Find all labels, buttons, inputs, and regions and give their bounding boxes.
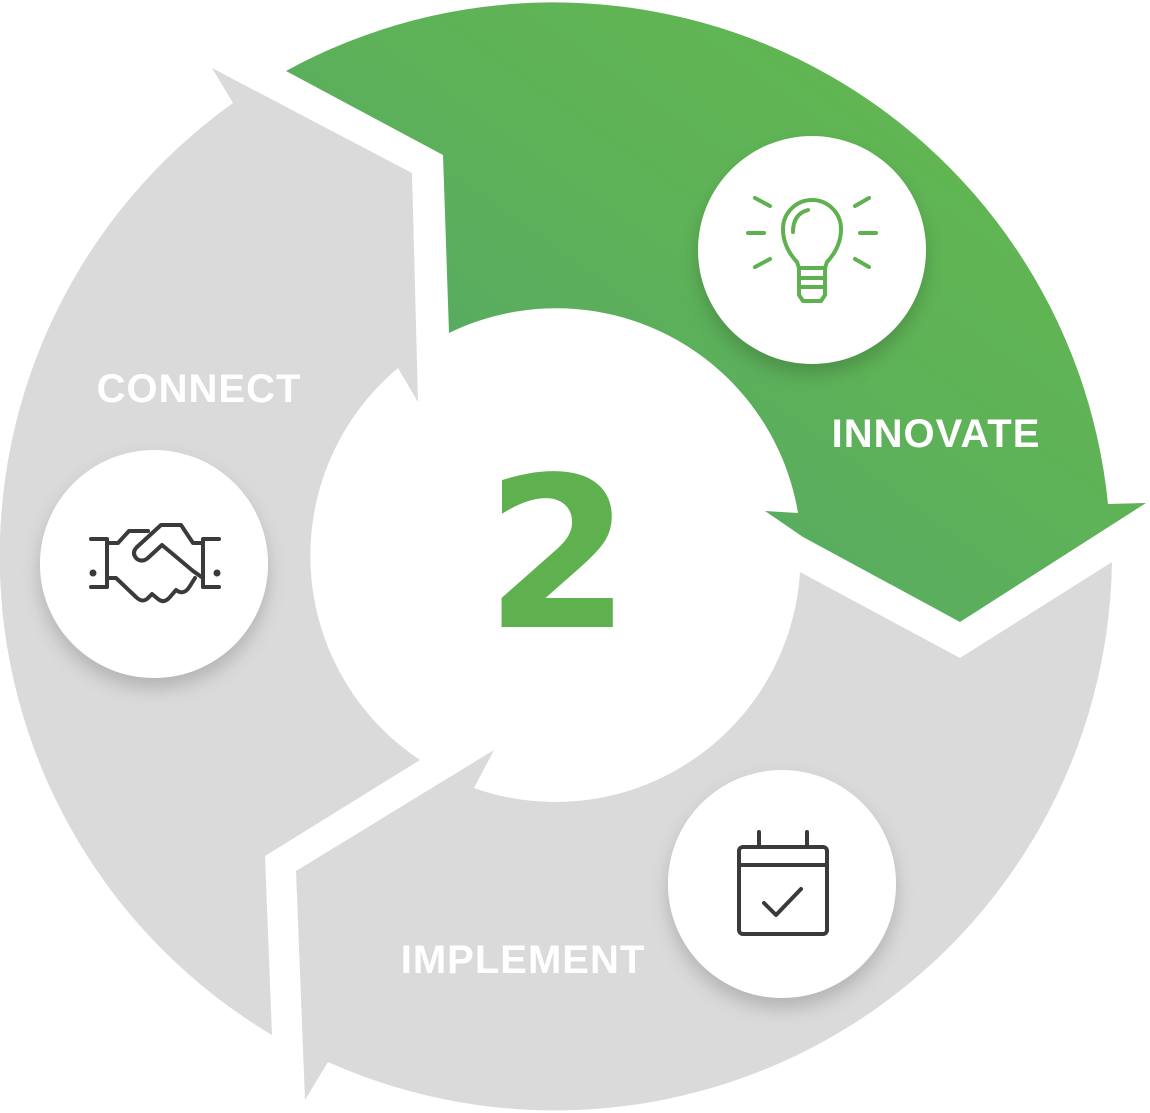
icon-badge-implement [668,770,896,998]
segment-innovate [286,2,1146,622]
center-number: 2 [485,432,631,677]
stage-label-implement: IMPLEMENT [401,938,646,982]
icon-badge-innovate [698,136,926,364]
handshake-icon [89,523,221,604]
stage-label-innovate: INNOVATE [832,412,1041,456]
icon-badge-connect [40,450,268,678]
stage-label-connect: CONNECT [97,367,302,411]
calendar-check-icon [737,830,829,936]
lightbulb-icon [746,196,878,303]
